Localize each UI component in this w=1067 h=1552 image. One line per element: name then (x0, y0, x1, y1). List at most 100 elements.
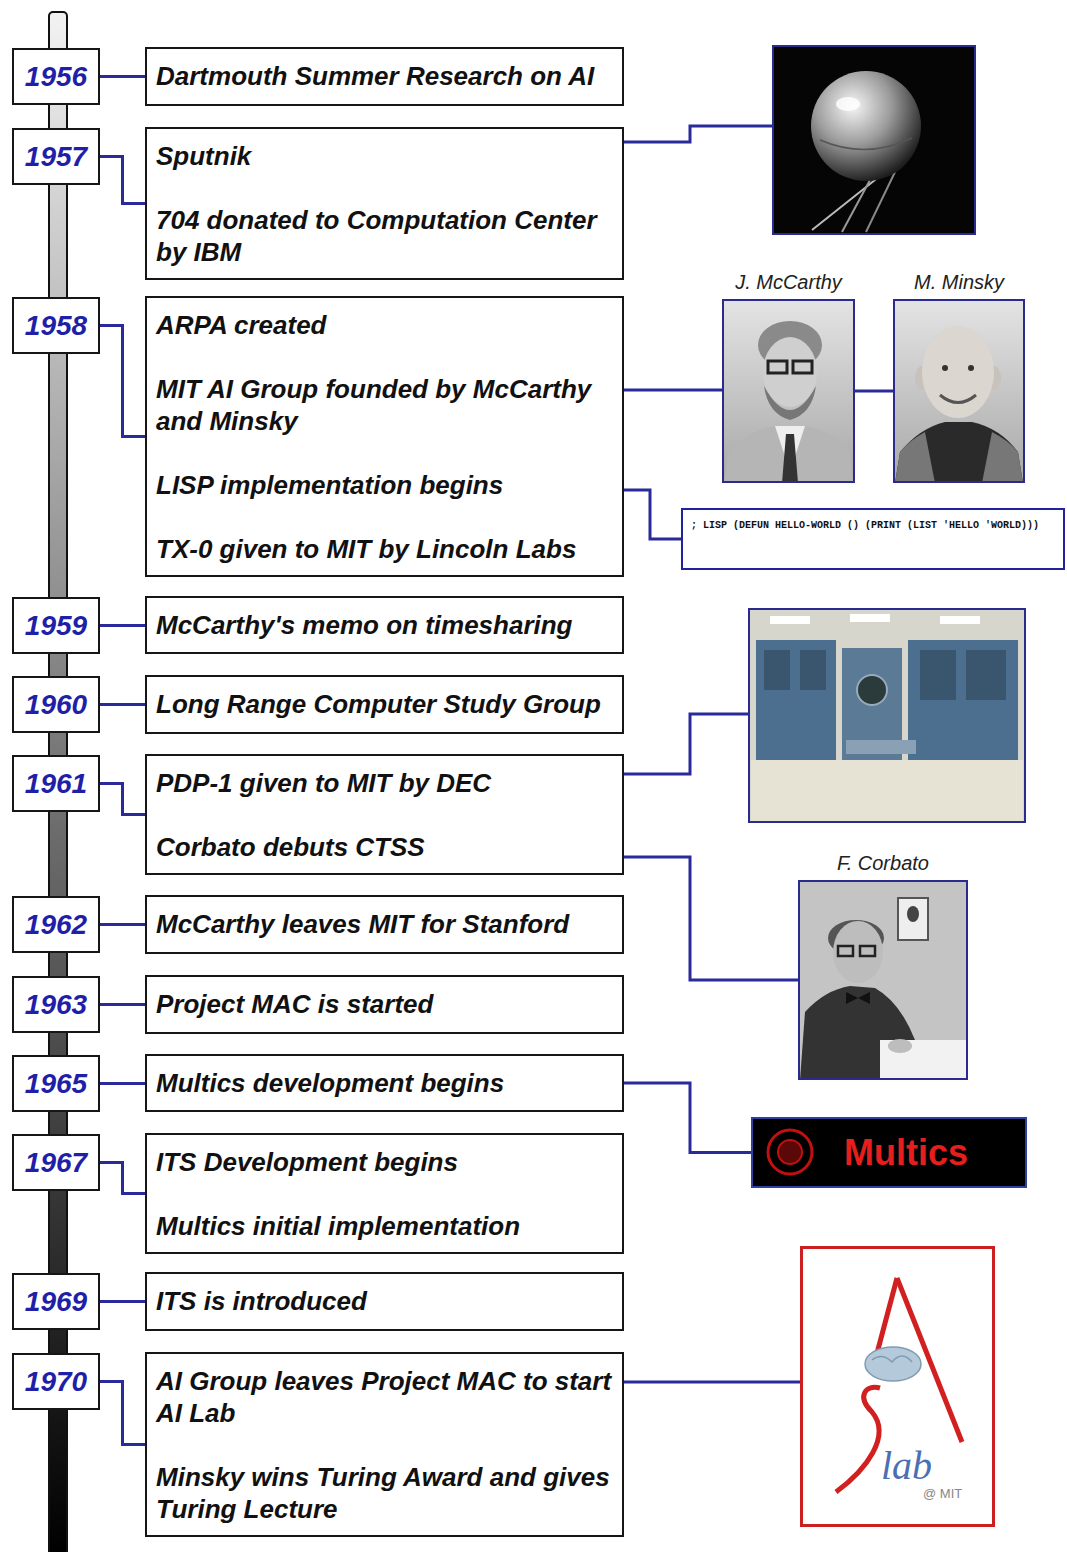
floor (751, 760, 1023, 821)
event-text: ITS is introduced (156, 1285, 618, 1317)
event-text: Multics initial implementation (156, 1210, 618, 1242)
timeline-connector (100, 75, 145, 78)
timeline-connector (100, 1300, 145, 1303)
event-text: Minsky wins Turing Award and gives Turin… (156, 1461, 618, 1525)
year-label: 1969 (25, 1286, 87, 1318)
logo-core (778, 1140, 802, 1164)
timeline-connector (855, 390, 893, 393)
picture-figure (907, 906, 919, 922)
year-label: 1963 (25, 989, 87, 1021)
photo-frame (798, 880, 968, 1080)
antenna (866, 172, 895, 232)
glasses (768, 361, 787, 373)
glasses (838, 946, 853, 956)
leader-line (624, 126, 773, 142)
photo-frame (893, 299, 1025, 483)
glasses (793, 361, 812, 373)
year-box: 1965 (12, 1055, 100, 1112)
panel (800, 650, 826, 690)
event-text: MIT AI Group founded by McCarthy and Min… (156, 373, 618, 437)
leader-line (624, 714, 749, 774)
console-desk (846, 740, 916, 754)
timeline-connector (624, 389, 722, 392)
event-box: Project MAC is started (145, 975, 624, 1034)
event-box: Long Range Computer Study Group (145, 675, 624, 734)
paper (880, 1040, 966, 1078)
photo-ground (798, 880, 968, 1080)
cabinet (908, 640, 1018, 760)
ceiling-light (850, 614, 890, 622)
timeline-connector (100, 157, 145, 204)
sweater (895, 422, 1023, 483)
crt-screen (857, 675, 887, 705)
event-text: ITS Development begins (156, 1146, 618, 1178)
panel (920, 650, 956, 700)
jacket (724, 426, 853, 483)
timeline-connector (100, 1003, 145, 1006)
year-label: 1967 (25, 1147, 87, 1179)
corbato-portrait (798, 880, 968, 1080)
smile (940, 395, 976, 403)
year-label: 1960 (25, 689, 87, 721)
photo-frame (722, 299, 855, 483)
year-label: 1965 (25, 1068, 87, 1100)
head (922, 326, 994, 418)
year-label: 1958 (25, 310, 87, 342)
logo-ground (751, 1117, 1027, 1188)
event-text: Sputnik (156, 140, 618, 172)
timeline-connector (100, 1163, 145, 1194)
glasses (860, 946, 875, 956)
jacket (982, 432, 1023, 483)
event-text: Dartmouth Summer Research on AI (156, 60, 618, 92)
event-text: McCarthy leaves MIT for Stanford (156, 908, 618, 940)
seam (820, 138, 912, 150)
event-box: McCarthy leaves MIT for Stanford (145, 895, 624, 954)
panel (966, 650, 1006, 700)
event-box: Sputnik 704 donated to Computation Center… (145, 127, 624, 280)
year-label: 1970 (25, 1366, 87, 1398)
multics-logo (751, 1117, 1027, 1188)
eye (942, 365, 948, 371)
year-box: 1970 (12, 1353, 100, 1410)
event-box: Dartmouth Summer Research on AI (145, 47, 624, 106)
photo-frame (773, 46, 975, 234)
logo-text: Multics (844, 1133, 968, 1173)
event-text: Multics development begins (156, 1067, 618, 1099)
panel (764, 650, 790, 690)
event-box: ITS Development beginsMultics initial im… (145, 1133, 624, 1254)
bow-tie (846, 992, 870, 1004)
mccarthy-portrait (722, 299, 855, 483)
timeline-connector (100, 326, 145, 437)
event-box: PDP-1 given to MIT by DECCorbato debuts … (145, 754, 624, 875)
event-box: ARPA createdMIT AI Group founded by McCa… (145, 296, 624, 577)
year-box: 1962 (12, 896, 100, 953)
photo-card: M. Minsky (893, 271, 1025, 483)
year-label: 1959 (25, 610, 87, 642)
photo-card: F. Corbato (798, 852, 968, 1080)
timeline-connector (624, 857, 798, 980)
pdp1-photo (749, 609, 1025, 822)
ai-lab-logo (800, 1246, 995, 1527)
logo-box: lab@ MIT (800, 1246, 995, 1527)
photo-ground (722, 299, 855, 483)
cabinet (756, 640, 836, 760)
year-label: 1961 (25, 768, 87, 800)
event-box: Multics development begins (145, 1054, 624, 1112)
photo-caption: M. Minsky (893, 271, 1025, 293)
code-box: ; LISP (DEFUN HELLO-WORLD () (PRINT (LIS… (681, 508, 1065, 570)
event-text: 704 donated to Computation Center by IBM (156, 204, 618, 268)
logo-text: @ MIT (923, 1486, 992, 1502)
face (833, 921, 883, 983)
event-text: Corbato debuts CTSS (156, 831, 618, 863)
timeline-connector (100, 624, 145, 627)
year-box: 1957 (12, 128, 100, 185)
timeline-connector (624, 1381, 800, 1384)
year-box: 1958 (12, 297, 100, 354)
timeline-connector (100, 923, 145, 926)
brain-fold (872, 1356, 912, 1362)
photo-caption: F. Corbato (798, 852, 968, 874)
timeline-connector (100, 1082, 145, 1085)
logo-ground (800, 1246, 995, 1527)
event-text: AI Group leaves Project MAC to start AI … (156, 1365, 618, 1429)
